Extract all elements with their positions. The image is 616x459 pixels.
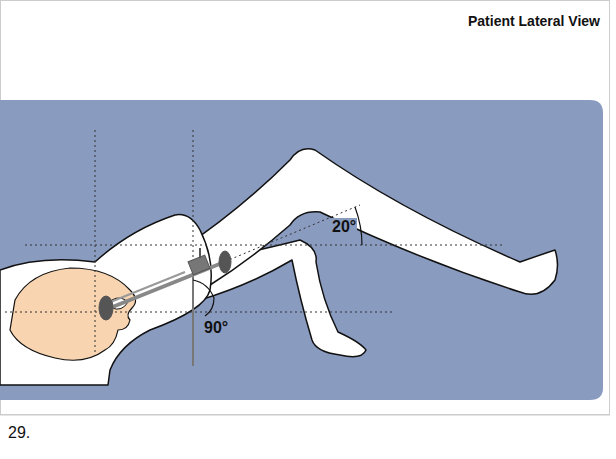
step-number: 29. [8, 424, 30, 442]
angle-label: 20° [331, 218, 357, 236]
angle-label: 90° [203, 319, 229, 337]
view-title: Patient Lateral View [468, 14, 600, 29]
